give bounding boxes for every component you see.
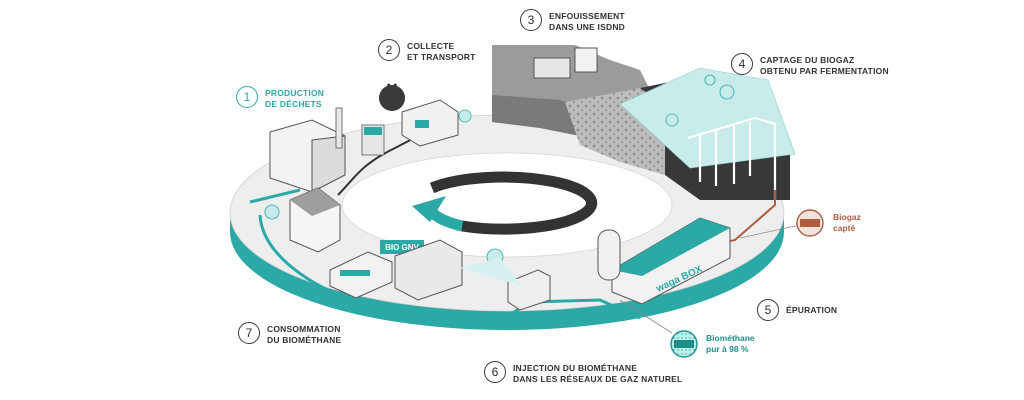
- step-5-label: ÉPURATION: [786, 305, 838, 315]
- step-4: 4 CAPTAGE DU BIOGAZ OBTENU PAR FERMENTAT…: [731, 53, 889, 76]
- step-2: 2 COLLECTE ET TRANSPORT: [378, 39, 476, 62]
- step-2-label: COLLECTE ET TRANSPORT: [407, 41, 476, 62]
- step-1: 1 PRODUCTION DE DÉCHETS: [236, 86, 324, 109]
- bio-gnv-label: BIO GNV: [385, 243, 419, 252]
- waste-bin: [361, 124, 385, 156]
- step-6: 6 INJECTION DU BIOMÉTHANE DANS LES RÉSEA…: [484, 361, 682, 384]
- garbage-bag-icon: [379, 83, 405, 111]
- factory-building: [269, 107, 346, 193]
- collection-truck: [401, 99, 459, 147]
- cycle-arrow: [412, 171, 598, 235]
- bus: [329, 251, 393, 299]
- step-3-label: ENFOUISSEMENT DANS UNE ISDND: [549, 11, 626, 32]
- biomethane-network: [249, 188, 641, 320]
- biogaz-badge-label: Biogaz capté: [833, 212, 861, 233]
- step-3-number: 3: [520, 9, 542, 31]
- house: [289, 187, 341, 253]
- landfill-block: [492, 45, 796, 200]
- step-1-label: PRODUCTION DE DÉCHETS: [265, 88, 325, 109]
- step-6-number: 6: [484, 361, 506, 383]
- pointer-lines: [619, 224, 801, 334]
- tree-icons: [264, 74, 735, 266]
- step-1-number: 1: [236, 86, 258, 108]
- wagabox-unit: waga BOX: [597, 217, 731, 305]
- injection-station: [507, 269, 551, 311]
- bulldozer: [533, 47, 598, 79]
- biomethane-badge-label: Biométhane pur à 98 %: [706, 333, 755, 354]
- biogaz-badge: Biogaz capté: [833, 212, 861, 233]
- step-5-number: 5: [757, 299, 779, 321]
- biogas-wells: [687, 116, 777, 200]
- step-3: 3 ENFOUISSEMENT DANS UNE ISDND: [520, 9, 625, 32]
- step-4-label: CAPTAGE DU BIOGAZ OBTENU PAR FERMENTATIO…: [760, 55, 889, 76]
- biogaz-badge-icon: [796, 209, 824, 237]
- biomethane-badge-icon: [670, 330, 698, 358]
- step-7-label: CONSOMMATION DU BIOMÉTHANE: [267, 324, 342, 345]
- step-2-number: 2: [378, 39, 400, 61]
- biomethane-badge: Biométhane pur à 98 %: [706, 333, 755, 354]
- collection-path: [337, 134, 421, 196]
- tree-shadow: [460, 258, 522, 286]
- bio-gnv-station: BIO GNV: [380, 239, 463, 301]
- step-6-label: INJECTION DU BIOMÉTHANE DANS LES RÉSEAUX…: [513, 363, 683, 384]
- step-4-number: 4: [731, 53, 753, 75]
- step-7: 7 CONSOMMATION DU BIOMÉTHANE: [238, 322, 341, 345]
- step-7-number: 7: [238, 322, 260, 344]
- step-5: 5 ÉPURATION: [757, 299, 837, 321]
